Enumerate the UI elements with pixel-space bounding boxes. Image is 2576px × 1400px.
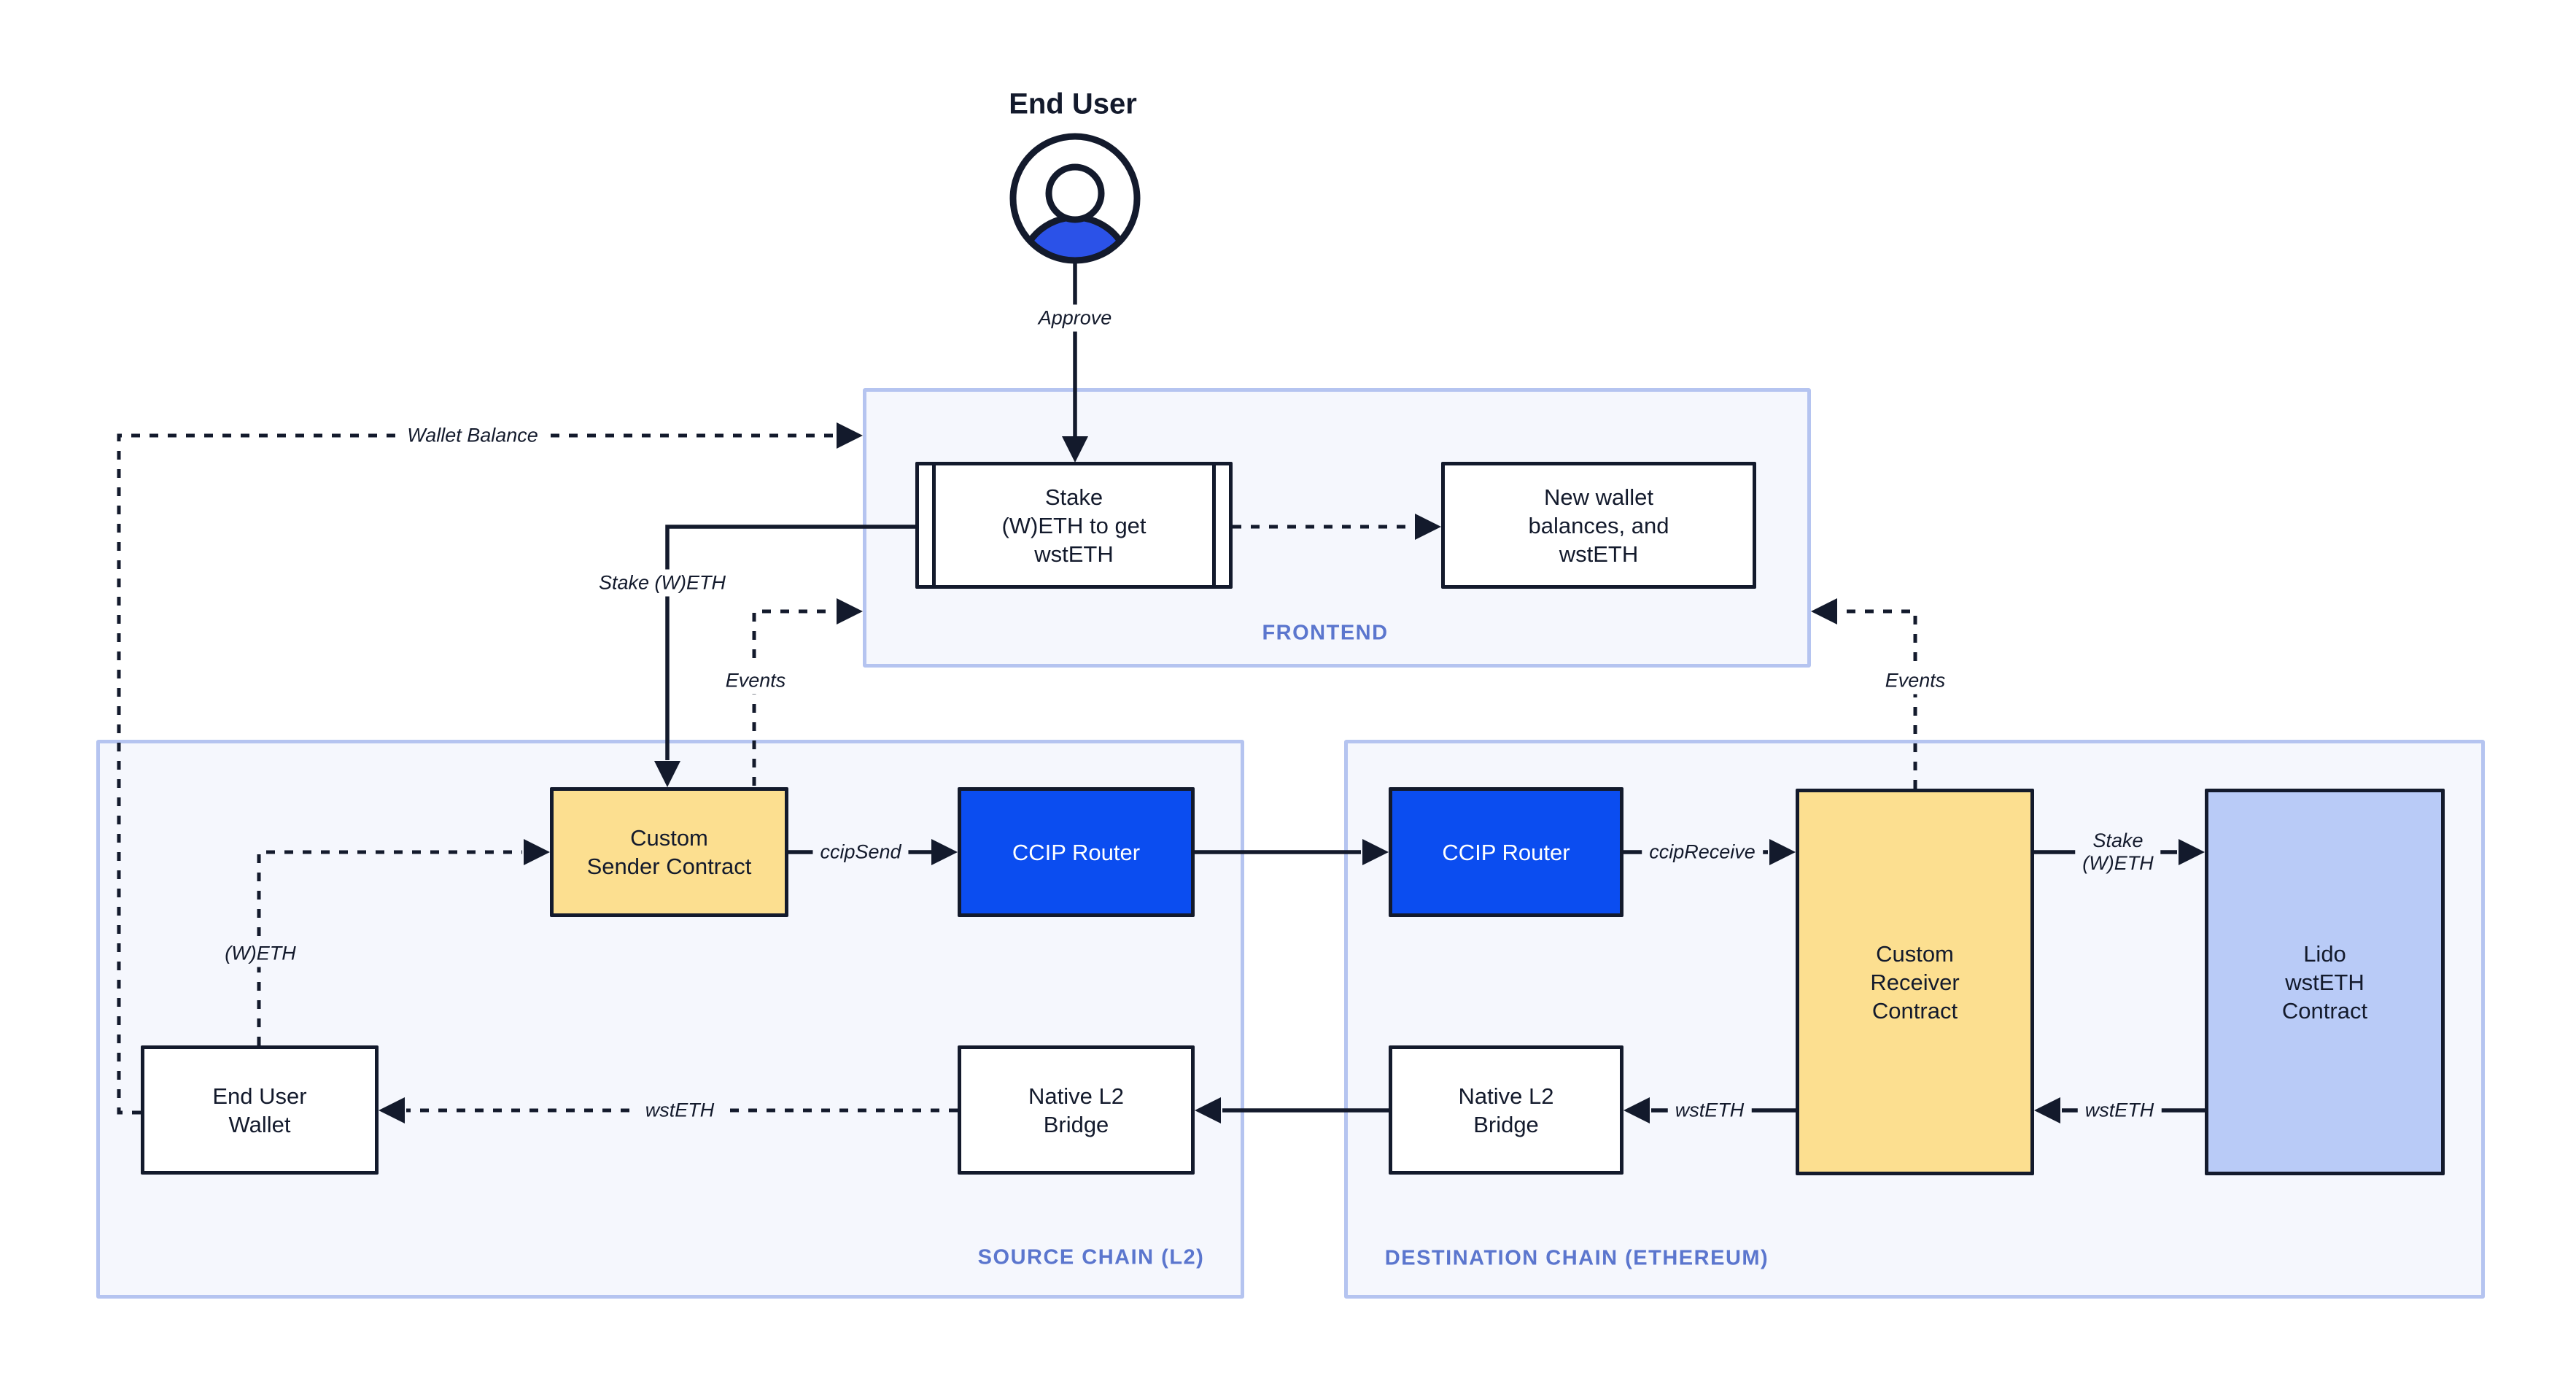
edge-label-events-frontend: Events [718, 667, 794, 695]
edge-label-wsteth-from-lido: wstETH [2077, 1097, 2162, 1124]
arrowhead [379, 1097, 405, 1124]
node-ccip-router-source: CCIP Router [958, 787, 1195, 917]
edge-bridge-to-bridge [1195, 1097, 1389, 1124]
edge-events-receiver [1839, 609, 1917, 789]
end-user-title: End User [1009, 88, 1137, 120]
destination-chain-label: DESTINATION CHAIN (ETHEREUM) [1384, 1246, 1769, 1270]
avatar-head [1045, 163, 1105, 223]
edge-label-ccip-receive: ccipReceive [1642, 838, 1763, 866]
edge-label-wsteth-to-wallet: wstETH [637, 1097, 722, 1124]
edge-label-stake-weth-lido: Stake (W)ETH [2075, 827, 2161, 877]
node-custom-receiver-contract: Custom Receiver Contract [1796, 789, 2034, 1175]
end-user-icon [1009, 133, 1141, 264]
arrowhead [524, 839, 550, 865]
edge-wallet-balance [117, 433, 835, 1115]
frontend-label: FRONTEND [1262, 621, 1389, 645]
arrowhead [1415, 514, 1441, 540]
arrowhead [837, 598, 863, 624]
edge-label-events-receiver: Events [1877, 667, 1953, 695]
arrowhead [837, 422, 863, 449]
edge-weth [257, 850, 522, 1045]
arrowhead [1811, 598, 1837, 624]
edge-label-wsteth-to-bridge: wstETH [1667, 1097, 1752, 1124]
node-native-l2-bridge-source: Native L2 Bridge [958, 1045, 1195, 1175]
node-custom-sender-contract: Custom Sender Contract [550, 787, 788, 917]
edge-router-to-router [1195, 839, 1389, 865]
node-new-wallet-balances: New wallet balances, and wstETH [1441, 462, 1756, 589]
edge-events-frontend [752, 609, 835, 786]
edge-stake-weth [654, 525, 917, 787]
node-stake-weth-box: Stake (W)ETH to get wstETH [915, 462, 1233, 589]
edge-label-stake-weth: Stake (W)ETH [591, 569, 734, 597]
node-ccip-router-destination: CCIP Router [1389, 787, 1623, 917]
node-lido-wsteth-contract: Lido wstETH Contract [2205, 789, 2445, 1175]
node-end-user-wallet: End User Wallet [141, 1045, 379, 1175]
edge-approve [1062, 263, 1088, 463]
edge-label-weth: (W)ETH [217, 940, 303, 967]
source-chain-label: SOURCE CHAIN (L2) [977, 1245, 1205, 1269]
edge-label-wallet-balance: Wallet Balance [400, 422, 546, 449]
edge-label-approve: Approve [1031, 304, 1120, 332]
edge-label-ccip-send: ccipSend [812, 838, 909, 866]
node-native-l2-bridge-destination: Native L2 Bridge [1389, 1045, 1623, 1175]
